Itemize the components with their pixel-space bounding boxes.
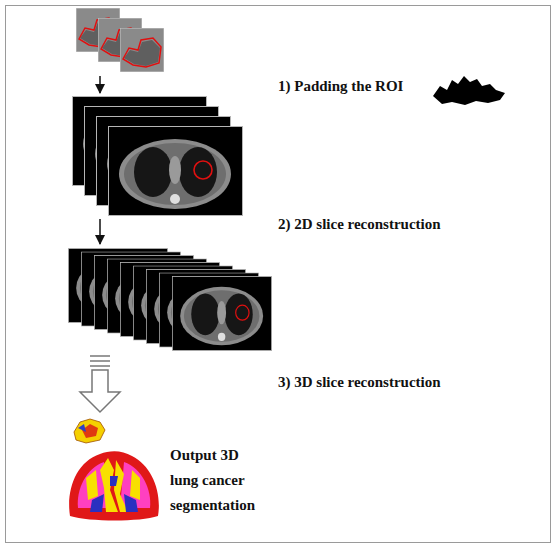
flow-arrow — [99, 219, 101, 244]
tumour-render — [78, 424, 86, 432]
ct-slice — [172, 276, 271, 350]
ct-slice — [109, 127, 243, 216]
label-holder: Output 3D lung cancer segmentation — [170, 443, 262, 518]
lung-render — [110, 476, 118, 486]
figure-frame — [6, 6, 551, 543]
label-holder: 3) 3D slice reconstruction — [278, 372, 441, 392]
lung-render — [124, 494, 138, 512]
lung-render — [69, 451, 159, 520]
step-label: 1) Padding the ROI — [278, 76, 403, 96]
label-holder: 1) Padding the ROI — [278, 76, 403, 96]
output-caption: Output 3D lung cancer segmentation — [170, 443, 262, 518]
roi-silhouette — [433, 76, 505, 105]
arrow-bar — [90, 365, 110, 367]
step-label: 2) 2D slice reconstruction — [278, 214, 441, 234]
lung-render — [90, 494, 104, 512]
arrow-bar — [90, 355, 110, 357]
step-label: 3) 3D slice reconstruction — [278, 372, 441, 392]
arrow-bar — [90, 360, 110, 362]
flow-arrow — [99, 76, 101, 93]
lung-render — [86, 470, 98, 500]
hollow-arrow — [80, 370, 120, 412]
tumour-render — [74, 419, 105, 443]
lung-render — [130, 470, 140, 500]
roi-crop-slice — [120, 28, 164, 72]
label-holder: 2) 2D slice reconstruction — [278, 214, 441, 234]
